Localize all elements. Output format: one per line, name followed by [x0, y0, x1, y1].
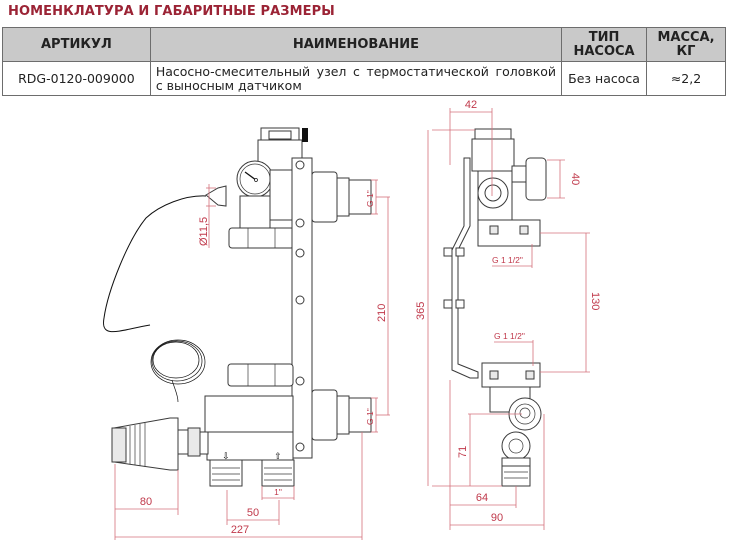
dim-thread-bottom: G 1" — [365, 408, 375, 425]
side-bracket — [451, 157, 479, 379]
vent-valve-icon — [302, 128, 308, 142]
lower-nut — [227, 363, 294, 387]
header-pump-type-line2: НАСОСА — [573, 43, 635, 59]
cell-pump-type: Без насоса — [561, 61, 648, 96]
upper-nut — [228, 227, 295, 249]
header-mass-line1: МАССА, — [657, 29, 715, 45]
cell-article: RDG-0120-009000 — [2, 61, 151, 96]
dim-outlet-spacing: 50 — [247, 507, 259, 519]
header-pump-type-line1: ТИП — [588, 29, 620, 45]
dim-lower-height: 71 — [457, 446, 469, 458]
cell-name: Насосно-смесительный узел с термостатиче… — [149, 61, 563, 96]
dim-total-height: 365 — [415, 302, 427, 320]
header-article: АРТИКУЛ — [2, 27, 151, 62]
dim-port-height: 210 — [376, 304, 388, 322]
dim-head-length: 80 — [140, 496, 152, 508]
capillary-tube — [103, 195, 207, 333]
capillary-coil — [150, 339, 206, 403]
section-title: НОМЕНКЛАТУРА И ГАБАРИТНЫЕ РАЗМЕРЫ — [8, 4, 335, 19]
dim-gauge-diameter: 40 — [569, 173, 581, 185]
dim-thread-top: G 1" — [365, 190, 375, 207]
front-view: ⇩ ⇧ — [103, 127, 372, 487]
dim-total-width: 227 — [231, 524, 249, 536]
flow-up-icon: ⇧ — [274, 452, 282, 462]
dim-pump-height: 130 — [589, 292, 601, 310]
front-dimensions: Ø11,5 G 1" 210 G 1" 80 1" 50 227 — [114, 179, 390, 540]
side-view — [443, 128, 547, 487]
dim-thread-upper: G 1 1/2" — [492, 255, 523, 265]
header-mass-line2: КГ — [676, 43, 696, 59]
table-row: RDG-0120-009000 Насосно-смесительный узе… — [2, 61, 726, 96]
sensor-probe — [205, 185, 227, 207]
outlet-left — [209, 459, 243, 487]
technical-drawing: ⇩ ⇧ Ø11,5 G 1" 210 G 1" — [103, 99, 601, 540]
header-name: НАИМЕНОВАНИЕ — [149, 27, 563, 62]
dim-depth-outlet: 64 — [476, 492, 488, 504]
dim-outlet-thread: 1" — [274, 487, 282, 497]
dim-depth-total: 90 — [491, 512, 503, 524]
side-gauge — [525, 157, 547, 201]
cell-mass: ≈2,2 — [646, 61, 726, 96]
side-dimensions: 42 40 365 G 1 1/2" 130 G 1 1/2" 71 64 — [415, 99, 601, 530]
dim-sensor-diameter: Ø11,5 — [198, 217, 210, 246]
dim-thread-lower: G 1 1/2" — [494, 331, 525, 341]
flow-down-icon: ⇩ — [222, 452, 230, 462]
dim-top-offset: 42 — [465, 99, 477, 111]
header-mass: МАССА,КГ — [646, 27, 726, 62]
outlet-right — [261, 459, 295, 487]
mounting-bracket — [291, 157, 313, 459]
